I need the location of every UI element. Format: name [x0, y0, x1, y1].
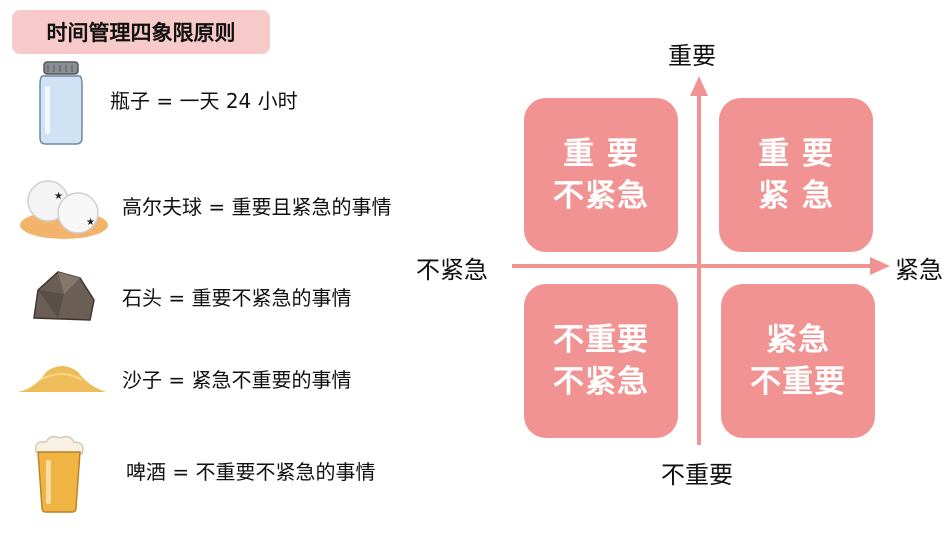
quadrant-label: 不重要 不紧急	[553, 322, 649, 400]
quadrant-important-not-urgent: 重 要 不紧急	[524, 98, 678, 252]
quadrant-label: 重 要 不紧急	[553, 136, 649, 214]
legend-item-golf-balls: ★ ★ 高尔夫球 = 重要且紧急的事情	[0, 165, 470, 245]
quadrant-label: 紧急 不重要	[750, 322, 846, 400]
axis-label-bottom: 不重要	[661, 461, 733, 489]
legend-text: 沙子 = 紧急不重要的事情	[122, 368, 352, 392]
vertical-axis-arrow	[690, 76, 708, 96]
jar-icon	[39, 61, 83, 145]
legend-text: 啤酒 = 不重要不紧急的事情	[126, 460, 376, 484]
page-title: 时间管理四象限原则	[46, 21, 236, 45]
golf-balls-icon: ★ ★	[20, 180, 108, 239]
quadrant-important-urgent: 重 要 紧 急	[719, 98, 873, 252]
svg-text:★: ★	[54, 191, 63, 202]
legend-text: 瓶子 = 一天 24 小时	[110, 89, 298, 113]
title-badge: 时间管理四象限原则	[12, 10, 270, 54]
legend-text: 高尔夫球 = 重要且紧急的事情	[122, 195, 392, 219]
legend-item-rock: 石头 = 重要不紧急的事情	[0, 260, 470, 340]
axis-label-left: 不紧急	[416, 256, 488, 284]
quadrant-urgent-not-important: 紧急 不重要	[721, 284, 875, 438]
axis-label-right: 紧急	[895, 256, 943, 284]
legend-item-jar: 瓶子 = 一天 24 小时	[0, 58, 470, 145]
quadrant-label: 重 要 紧 急	[758, 136, 834, 214]
legend-text: 石头 = 重要不紧急的事情	[122, 286, 352, 310]
beer-glass-icon	[35, 436, 84, 513]
quadrant-not-important-not-urgent: 不重要 不紧急	[524, 284, 678, 438]
rock-icon	[33, 271, 95, 321]
legend-item-beer: 啤酒 = 不重要不紧急的事情	[0, 430, 470, 513]
legend-item-sand: 沙子 = 紧急不重要的事情	[0, 340, 470, 420]
svg-text:★: ★	[86, 217, 95, 228]
horizontal-axis-arrow	[870, 257, 890, 275]
sand-pile-icon	[18, 366, 106, 392]
axis-label-top: 重要	[668, 42, 716, 70]
